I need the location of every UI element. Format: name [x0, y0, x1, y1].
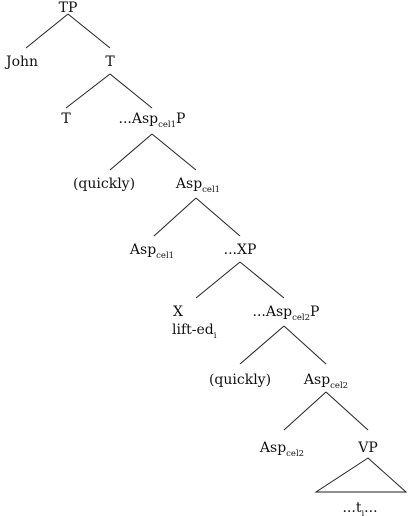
- node-trace: ...ti...: [342, 500, 377, 516]
- node-quickly-1: (quickly): [73, 176, 135, 192]
- branch-asp1p-quickly: [109, 133, 153, 171]
- node-lifted: lift-edi: [172, 322, 217, 341]
- node-t-head: T: [61, 111, 71, 127]
- node-john: John: [4, 54, 38, 70]
- node-vp: VP: [357, 440, 378, 456]
- node-tp: TP: [59, 0, 78, 16]
- branch-asp2p-quickly: [239, 325, 285, 365]
- node-xp: ...XP: [224, 242, 257, 258]
- branch-asp1bar-xp: [195, 197, 241, 237]
- branch-t-thead: [65, 73, 111, 109]
- branch-xp-asp2p: [239, 261, 285, 299]
- branch-tp-john: [25, 13, 69, 49]
- node-quickly-2: (quickly): [209, 372, 271, 388]
- branch-asp1bar-asp1head: [153, 197, 197, 237]
- node-t-bar: T: [105, 54, 115, 70]
- vp-triangle: [314, 457, 408, 493]
- branch-asp2bar-vp: [325, 391, 369, 431]
- branch-asp2bar-asp2head: [283, 391, 327, 431]
- node-asp-cel2-p: ...Aspcel2P: [253, 304, 320, 323]
- branch-asp2p-asp2bar: [283, 325, 327, 365]
- tree-branches: [25, 13, 408, 493]
- branch-xp-x: [195, 261, 241, 299]
- node-asp-cel2-bar: Aspcel2: [303, 372, 348, 391]
- tree-nodes: TP John T T ...Aspcel1P (quickly) Aspcel…: [4, 0, 378, 516]
- node-asp-cel2-head: Aspcel2: [259, 440, 304, 459]
- node-asp-cel1-bar: Aspcel1: [175, 176, 220, 195]
- node-asp-cel1-head: Aspcel1: [129, 242, 174, 261]
- node-asp-cel1-p: ...Aspcel1P: [119, 111, 186, 130]
- branch-t-asp1p: [109, 73, 153, 109]
- node-x-head: X: [173, 304, 183, 320]
- branch-tp-t: [67, 13, 111, 49]
- branch-asp1p-asp1bar: [151, 133, 197, 171]
